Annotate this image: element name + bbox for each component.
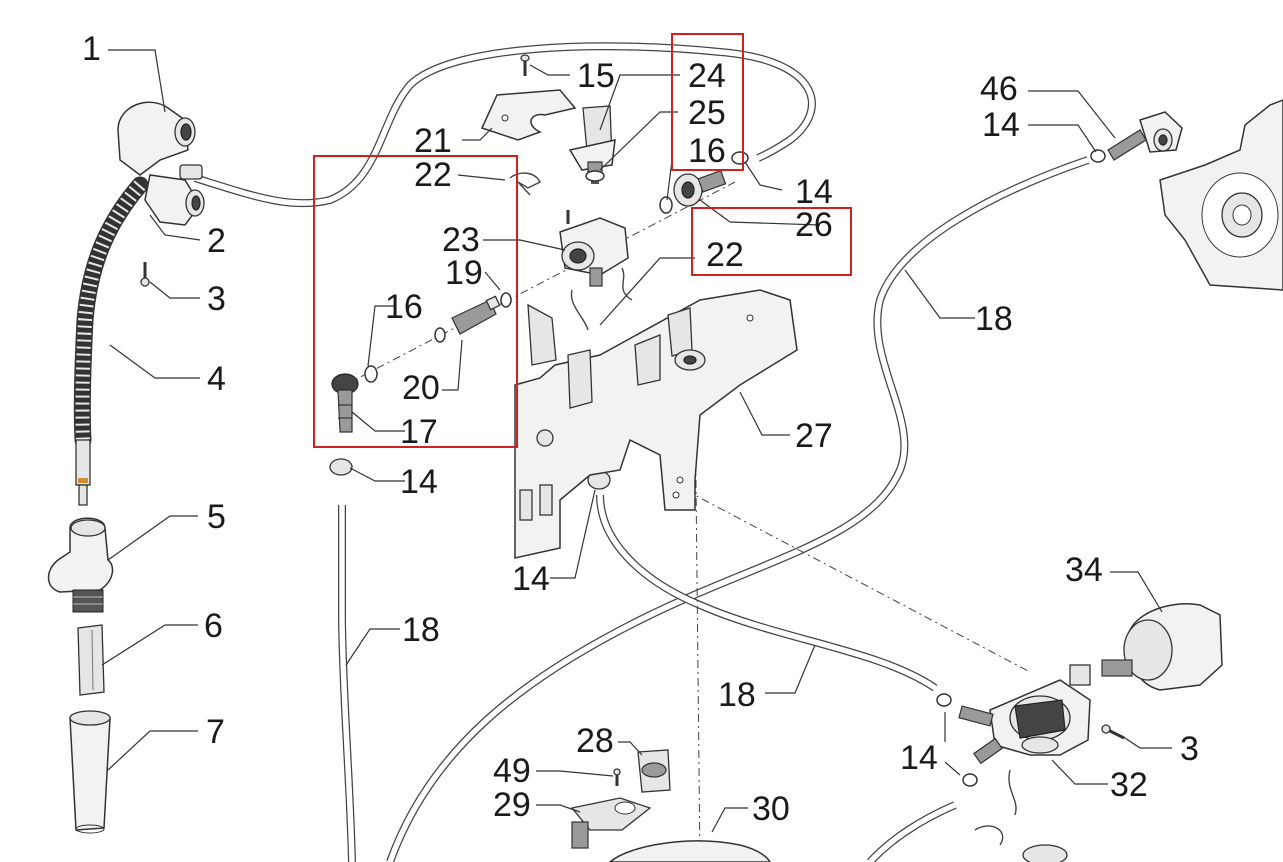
- part-3-screw-right: [1101, 724, 1125, 740]
- callout-34: 34: [1065, 551, 1103, 589]
- callout-18-left: 18: [402, 611, 440, 649]
- callout-19: 19: [445, 254, 483, 292]
- callout-28: 28: [576, 722, 614, 760]
- highlight-boxes: [313, 33, 852, 448]
- callout-7: 7: [206, 713, 225, 751]
- highlight-box-right: [691, 207, 852, 276]
- part-21-plate: [480, 89, 577, 141]
- part-32-valve: [958, 664, 1091, 765]
- callout-4: 4: [207, 360, 226, 398]
- callout-2: 2: [207, 222, 226, 260]
- part-25-oring: [585, 170, 605, 182]
- part-29-bracket: [570, 797, 652, 849]
- callout-22-upper: 22: [414, 156, 452, 194]
- callout-14-bracket: 14: [512, 560, 550, 598]
- leader-lines: [101, 49, 1172, 833]
- part-clips-lower-right: [974, 769, 1068, 862]
- callout-18-right: 18: [975, 300, 1013, 338]
- callout-17: 17: [400, 413, 438, 451]
- callout-18-mid: 18: [718, 676, 756, 714]
- part-3-screw-left: [140, 262, 150, 287]
- highlight-box-left: [313, 155, 518, 448]
- part-4-steam-pipe: [73, 176, 149, 506]
- callout-27: 27: [795, 417, 833, 455]
- callout-5: 5: [207, 498, 226, 536]
- callout-1: 1: [82, 30, 101, 68]
- callout-20: 20: [402, 369, 440, 407]
- callout-25: 25: [688, 94, 726, 132]
- part-5-knob: [47, 517, 114, 613]
- part-15-screw: [520, 54, 530, 76]
- callout-16-lower: 16: [385, 288, 423, 326]
- part-24-valve: [568, 105, 616, 184]
- part-16-oring-right: [659, 196, 673, 214]
- part-14-clamp-left: [329, 458, 353, 476]
- part-30-boiler: [608, 840, 771, 862]
- callout-24: 24: [688, 57, 726, 95]
- part-6-sleeve: [77, 624, 105, 696]
- callout-6: 6: [204, 607, 223, 645]
- part-49-screw: [613, 768, 621, 786]
- part-14-clamp-lower: [936, 693, 978, 787]
- part-22-clip-upper: [509, 172, 541, 196]
- callout-14-left: 14: [400, 463, 438, 501]
- callout-32: 32: [1110, 766, 1148, 804]
- callout-14-lower: 14: [900, 739, 938, 777]
- callout-21: 21: [414, 122, 452, 160]
- callout-3-right: 3: [1180, 730, 1199, 768]
- callout-46: 46: [980, 70, 1018, 108]
- callout-15: 15: [577, 57, 615, 95]
- callout-labels: 1 2 3 4 5 6 7 15 21 22 24 25 16 14 26 23…: [82, 30, 1199, 828]
- callout-49: 49: [493, 752, 531, 790]
- callout-30: 30: [752, 790, 790, 828]
- part-28-bracket: [637, 749, 671, 793]
- part-7-tube: [69, 710, 111, 834]
- part-14-clamp-right-top: [1090, 149, 1106, 163]
- callout-29: 29: [493, 786, 531, 824]
- part-26-fitting: [673, 169, 727, 207]
- callout-23: 23: [442, 221, 480, 259]
- part-16-oring-left: [364, 365, 378, 383]
- boiler-housing-top-right: [1159, 99, 1283, 291]
- part-17-elbow: [331, 373, 359, 433]
- callout-26: 26: [795, 206, 833, 244]
- part-22-clip-lower: [570, 267, 633, 331]
- part-27-bracket: [514, 289, 798, 559]
- callout-14-upper: 14: [795, 173, 833, 211]
- part-20-nozzle: [451, 295, 501, 335]
- part-34-pump: [1101, 603, 1223, 691]
- part-23-body: [559, 210, 629, 287]
- callout-14-right: 14: [982, 106, 1020, 144]
- part-1-connector: [117, 101, 205, 226]
- callout-3: 3: [207, 280, 226, 318]
- callout-16-upper: 16: [688, 132, 726, 170]
- highlight-box-top: [671, 33, 744, 171]
- part-46-connector: [1107, 111, 1183, 161]
- part-19-oring: [434, 292, 512, 343]
- hose-lines: [193, 42, 1090, 862]
- callout-22-lower: 22: [706, 236, 744, 274]
